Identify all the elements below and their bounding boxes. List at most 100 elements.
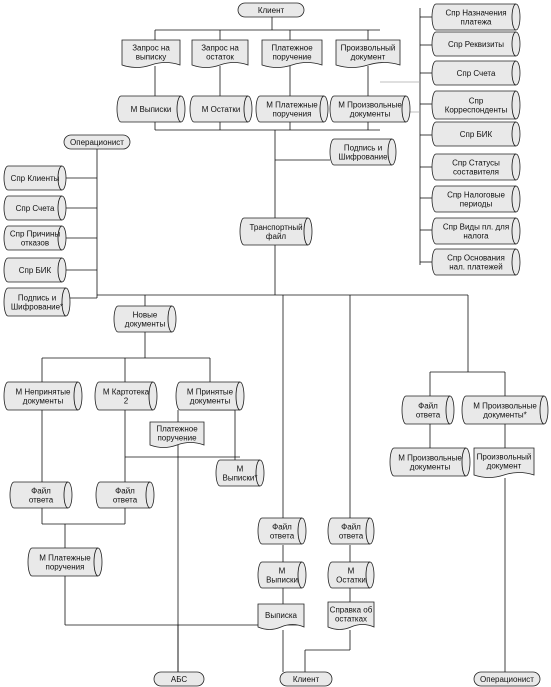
- reference-right-2: Спр Реквизиты: [431, 31, 521, 57]
- terminal-client-bottom: Клиент: [279, 671, 333, 687]
- node-label: Спр Виды пл. для: [443, 223, 509, 232]
- node-label: ответа: [270, 532, 295, 541]
- node-label: ответа: [339, 532, 364, 541]
- node-label: документ: [487, 462, 522, 471]
- node-label: Подпись и: [344, 144, 382, 153]
- node-label: документы: [23, 397, 64, 406]
- node-label: документ: [351, 53, 386, 62]
- node-label: ответа: [113, 496, 138, 505]
- node-label: поручение: [272, 53, 312, 62]
- node-label: документы: [125, 320, 166, 329]
- reference-left-1: Спр Клиенты: [3, 165, 67, 191]
- node-label: Операционист: [70, 138, 124, 147]
- node-label: Файл: [341, 523, 361, 532]
- node-label: Спр Счета: [457, 69, 496, 78]
- node-label: Подпись и: [18, 294, 56, 303]
- node-label: Клиент: [258, 6, 285, 15]
- node-label: М: [237, 465, 244, 474]
- node-label: Спр Счета: [16, 204, 55, 213]
- node-label: ответа: [416, 411, 441, 420]
- node-label: Транспортный: [249, 223, 302, 232]
- terminal-operator-bottom: Операционист: [473, 671, 541, 687]
- node-label: Спр Клиенты: [11, 174, 60, 183]
- node-label: Спр Статусы: [452, 159, 500, 168]
- store-m-balances: М Остатки: [189, 95, 253, 123]
- node-label: платежа: [460, 18, 492, 27]
- node-label: Спр Назначения: [445, 9, 506, 18]
- node-label: Остатки: [336, 576, 366, 585]
- node-label: Файл: [115, 487, 135, 496]
- node-label: Шифрование: [338, 153, 388, 162]
- terminal-abs: АБС: [153, 671, 205, 687]
- node-label: остатках: [335, 615, 367, 624]
- node-label: документы: [190, 397, 231, 406]
- node-label: Спр БИК: [460, 130, 493, 139]
- node-label: Выписки: [266, 576, 298, 585]
- node-label: М Произвольные: [473, 402, 537, 411]
- node-label: Спр: [469, 97, 484, 106]
- reference-right-5: Спр БИК: [431, 121, 521, 147]
- node-label: М Платежные: [266, 101, 318, 110]
- node-label: Спр Реквизиты: [448, 40, 504, 49]
- node-label: Запрос на: [132, 44, 170, 53]
- node-label: Спр Причины: [10, 230, 61, 239]
- doc-statement: Выписка: [257, 603, 305, 630]
- node-label: Шифрование*: [11, 303, 63, 312]
- node-label: Платежное: [156, 425, 198, 434]
- node-label: Запрос на: [201, 44, 239, 53]
- node-label: Корреспонденты: [445, 106, 508, 115]
- node-label: Спр Основания: [447, 254, 505, 263]
- reference-right-3: Спр Счета: [431, 60, 521, 86]
- node-label: М Остатки: [202, 105, 241, 114]
- node-label: М Выписки: [131, 105, 172, 114]
- node-label: М: [348, 567, 355, 576]
- node-label: налога: [463, 232, 489, 241]
- node-label: М: [279, 567, 286, 576]
- node-label: поручение: [157, 434, 197, 443]
- node-label: Выписки*: [223, 474, 258, 483]
- node-label: нал. платежей: [449, 263, 502, 272]
- node-label: Выписка: [265, 611, 298, 620]
- terminal-operator-left: Операционист: [63, 134, 131, 150]
- node-label: М Произвольные: [338, 101, 402, 110]
- node-label: документы*: [483, 411, 527, 420]
- node-label: Произвольный: [477, 453, 532, 462]
- node-label: ответа: [29, 496, 54, 505]
- node-label: Клиент: [293, 675, 320, 684]
- node-label: документы: [410, 463, 451, 472]
- node-label: Операционист: [480, 675, 534, 684]
- node-label: АБС: [171, 675, 187, 684]
- node-label: Спр БИК: [19, 266, 52, 275]
- node-label: Произвольный: [341, 44, 396, 53]
- node-label: М Принятые: [187, 388, 234, 397]
